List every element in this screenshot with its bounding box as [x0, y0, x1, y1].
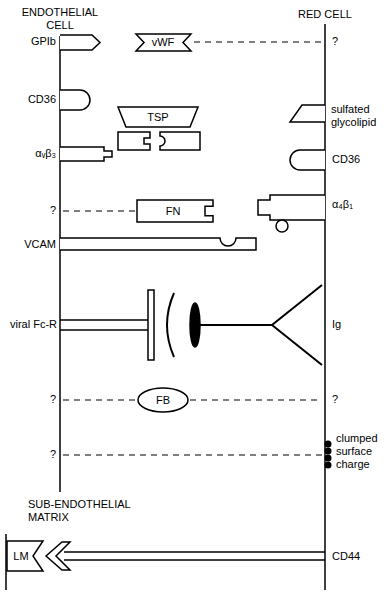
receptor-label: viral Fc-R: [0, 318, 57, 331]
protein-outline-path: [138, 388, 188, 412]
protein-label: FN: [166, 205, 181, 218]
protein-outline-path: [136, 34, 191, 51]
receptor-label: Ig: [332, 318, 372, 331]
protein-shape: FN: [137, 200, 213, 222]
protein-label: TSP: [147, 111, 168, 124]
unknown-mark: ?: [332, 393, 372, 406]
protein-shape: vWF: [136, 34, 191, 51]
unknown-mark: ?: [332, 35, 372, 48]
unknown-mark: ?: [2, 448, 56, 461]
cell-heading: ENDOTHELIAL CELL: [18, 6, 102, 32]
receptor-label: αᵥβ₃: [2, 147, 56, 160]
protein-outline-path: [7, 541, 43, 571]
receptor-label: CD36: [2, 93, 56, 106]
protein-label: FB: [156, 394, 170, 407]
receptor-label: CD36: [332, 153, 382, 166]
receptor-label: GPIb: [2, 35, 56, 48]
protein-outline-path: [118, 107, 198, 127]
protein-label: LM: [13, 550, 28, 563]
receptor-label: VCAM: [2, 238, 56, 251]
unknown-mark: ?: [2, 204, 56, 217]
region-heading: SUB-ENDOTHELIAL MATRIX: [28, 498, 138, 524]
protein-shape: LM: [7, 541, 43, 571]
cell-heading: RED CELL: [275, 8, 375, 21]
receptor-label: sulfated glycolipid: [331, 103, 385, 129]
protein-shape: FB: [137, 387, 189, 413]
protein-outline-path: [137, 200, 213, 222]
protein-label: vWF: [152, 36, 175, 49]
receptor-label: α₄β₁: [332, 198, 382, 211]
receptor-label: clumped surface charge: [336, 432, 386, 471]
receptor-label: CD44: [332, 550, 382, 563]
unknown-mark: ?: [2, 393, 56, 406]
protein-shape: TSP: [118, 107, 198, 127]
